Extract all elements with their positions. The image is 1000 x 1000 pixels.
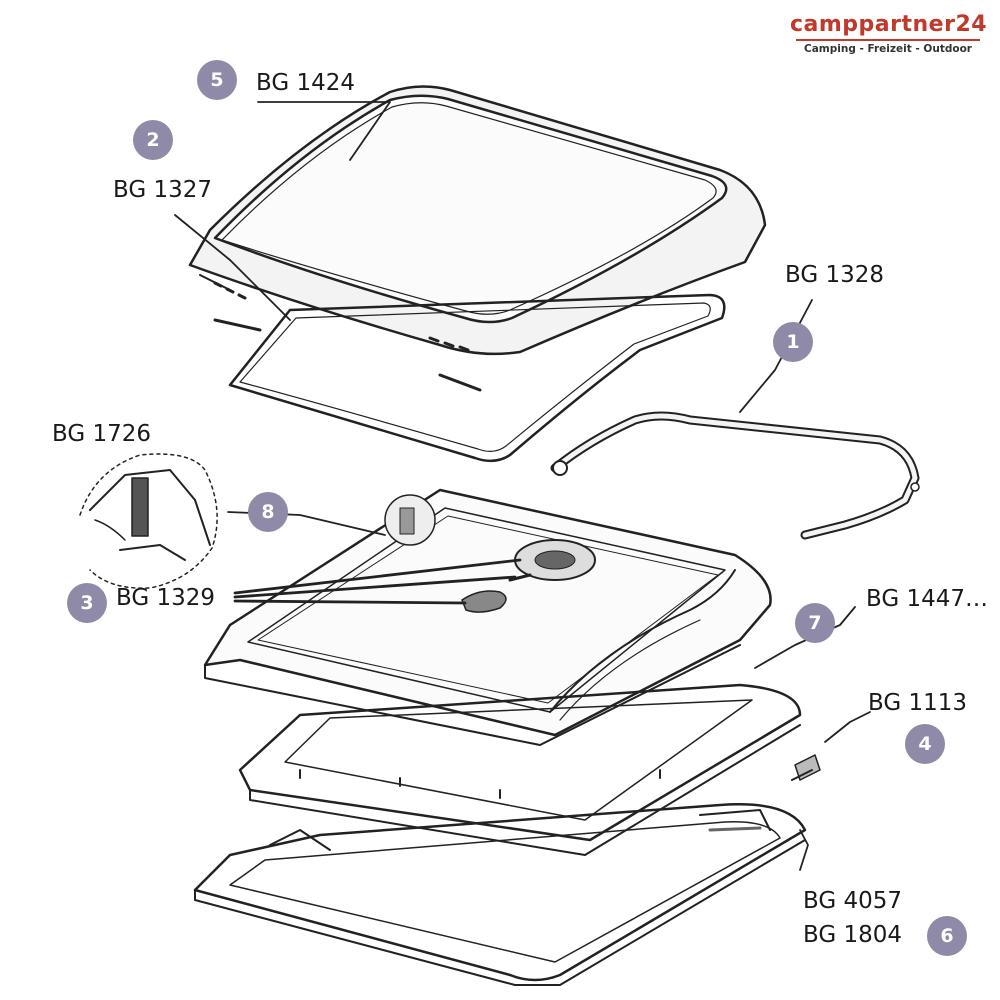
badge-6: 6 xyxy=(927,916,967,956)
label-bg-4057: BG 4057 xyxy=(803,888,903,914)
label-bg-1113: BG 1113 xyxy=(868,690,968,716)
badge-4: 4 xyxy=(905,724,945,764)
dome-cover xyxy=(188,85,767,356)
brand-underline xyxy=(796,39,980,41)
label-bg-1424: BG 1424 xyxy=(256,70,356,96)
brand-logo: camppartner24 Camping - Freizeit - Outdo… xyxy=(790,12,988,56)
label-bg-1329: BG 1329 xyxy=(116,585,216,611)
label-bg-1447: BG 1447… xyxy=(866,586,989,612)
gasket-ring xyxy=(213,293,726,463)
badge-1: 1 xyxy=(773,322,813,362)
badge-3: 3 xyxy=(67,583,107,623)
brand-tagline: Camping - Freizeit - Outdoor xyxy=(804,43,972,55)
badge-8: 8 xyxy=(248,492,288,532)
main-frame xyxy=(203,488,772,746)
badge-2: 2 xyxy=(133,120,173,160)
bottom-frame xyxy=(193,803,807,986)
detail-inset xyxy=(79,453,218,589)
label-bg-1804: BG 1804 xyxy=(803,922,903,948)
leader-lines xyxy=(174,101,871,871)
badge-5: 5 xyxy=(197,60,237,100)
brand-name: camppartner24 xyxy=(790,12,988,37)
support-arm xyxy=(550,411,920,540)
badge-7: 7 xyxy=(795,603,835,643)
clip-part xyxy=(791,754,821,781)
label-bg-1328: BG 1328 xyxy=(785,262,885,288)
label-bg-1327: BG 1327 xyxy=(113,177,213,203)
label-bg-1726: BG 1726 xyxy=(52,421,152,447)
